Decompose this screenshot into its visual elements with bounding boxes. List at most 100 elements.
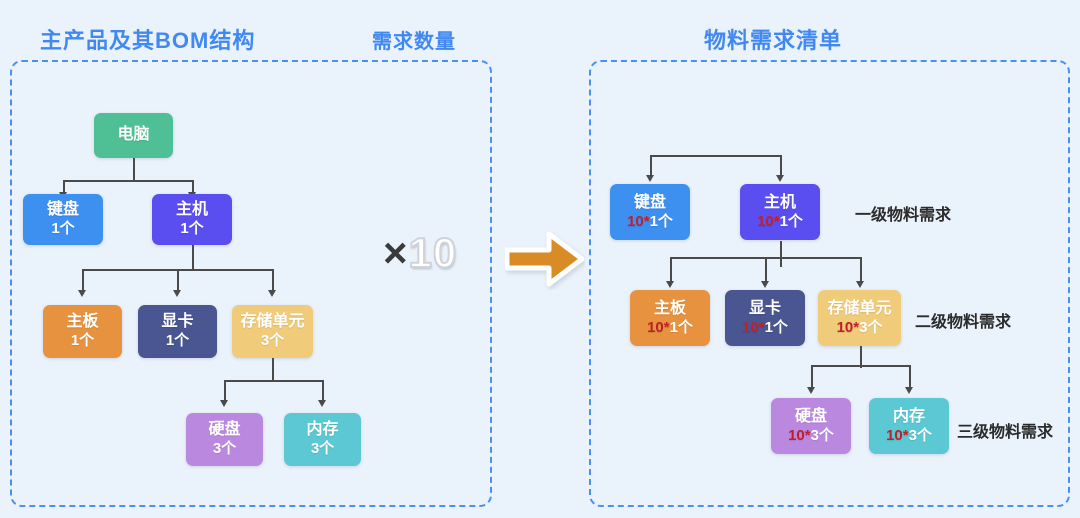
- node-memory-demand[interactable]: 内存 10*3个: [869, 398, 949, 454]
- node-computer[interactable]: 电脑: [94, 113, 173, 158]
- node-memory[interactable]: 内存 3个: [284, 413, 361, 466]
- connector: [192, 245, 194, 269]
- connector-arrowhead: [856, 281, 865, 288]
- level-label-1: 一级物料需求: [855, 207, 952, 224]
- node-gpu-demand[interactable]: 显卡 10*1个: [725, 290, 805, 346]
- connector-arrowhead: [666, 281, 675, 288]
- connector-arrowhead: [905, 387, 914, 394]
- connector: [272, 269, 274, 292]
- node-qty-base: 1个: [764, 318, 788, 336]
- node-qty-base: 1个: [649, 212, 673, 230]
- node-qty: 1个: [70, 332, 95, 350]
- connector: [650, 155, 780, 157]
- connector: [192, 180, 194, 194]
- connector-arrowhead: [318, 400, 327, 407]
- node-disk-demand[interactable]: 硬盘 10*3个: [771, 398, 851, 454]
- node-keyboard[interactable]: 键盘 1个: [23, 194, 103, 245]
- connector: [780, 155, 782, 177]
- connector: [322, 380, 324, 402]
- connector: [780, 241, 782, 267]
- connector: [765, 257, 767, 283]
- node-qty-base: 3个: [908, 426, 932, 444]
- left-panel-title: 主产品及其BOM结构: [40, 28, 256, 53]
- connector-arrowhead: [268, 290, 277, 297]
- connector: [63, 180, 193, 182]
- node-label: 存储单元: [827, 299, 892, 317]
- node-label: 显卡: [161, 313, 194, 331]
- connector: [909, 365, 911, 389]
- node-qty-multiplier: 10*: [757, 212, 780, 230]
- node-label: 键盘: [46, 201, 79, 219]
- middle-panel-title: 需求数量: [372, 31, 456, 53]
- node-label: 主板: [66, 313, 99, 331]
- node-qty: 10*1个: [647, 319, 693, 337]
- node-label: 硬盘: [794, 407, 827, 425]
- level-label-3: 三级物料需求: [957, 424, 1054, 441]
- connector: [224, 380, 323, 382]
- node-qty: 3个: [212, 440, 237, 458]
- node-qty: 3个: [260, 332, 285, 350]
- node-qty-multiplier: 10*: [836, 318, 860, 336]
- node-qty-multiplier: 10*: [627, 212, 650, 230]
- node-storage[interactable]: 存储单元 3个: [232, 305, 313, 358]
- node-qty: 1个: [165, 332, 190, 350]
- multiplier-badge: ×10: [383, 229, 458, 276]
- node-label: 主机: [763, 193, 796, 211]
- connector-arrowhead: [173, 290, 182, 297]
- right-arrow-icon: [504, 228, 585, 290]
- node-qty-base: 1个: [779, 212, 803, 230]
- connector: [670, 257, 672, 283]
- connector: [63, 180, 65, 194]
- connector: [811, 365, 910, 367]
- node-keyboard-demand[interactable]: 键盘 10*1个: [610, 184, 690, 240]
- connector: [177, 269, 179, 292]
- right-panel-title: 物料需求清单: [704, 28, 843, 53]
- node-disk[interactable]: 硬盘 3个: [186, 413, 263, 466]
- node-mainboard[interactable]: 主板 1个: [43, 305, 122, 358]
- multiply-symbol: ×: [383, 229, 409, 276]
- connector-arrowhead: [646, 175, 655, 182]
- connector-arrowhead: [78, 290, 87, 297]
- node-label: 主机: [175, 201, 208, 219]
- node-qty: 3个: [310, 440, 335, 458]
- node-qty: 10*3个: [837, 319, 883, 337]
- multiplier-value: 10: [408, 229, 458, 276]
- node-qty-multiplier: 10*: [886, 426, 909, 444]
- connector: [860, 257, 862, 283]
- node-qty-multiplier: 10*: [647, 318, 670, 336]
- connector: [133, 158, 135, 180]
- node-label: 内存: [306, 421, 339, 439]
- connector: [224, 380, 226, 402]
- connector-arrowhead: [761, 281, 770, 288]
- node-label: 键盘: [633, 193, 666, 211]
- connector: [860, 345, 862, 368]
- connector-arrowhead: [807, 387, 816, 394]
- node-host[interactable]: 主机 1个: [152, 194, 232, 245]
- node-mainboard-demand[interactable]: 主板 10*1个: [630, 290, 710, 346]
- node-storage-demand[interactable]: 存储单元 10*3个: [818, 290, 901, 346]
- node-label: 存储单元: [240, 313, 305, 331]
- connector: [650, 155, 652, 177]
- node-label: 硬盘: [208, 421, 241, 439]
- node-qty: 10*3个: [886, 427, 932, 445]
- node-label: 主板: [653, 299, 686, 317]
- node-qty: 1个: [51, 220, 75, 238]
- node-qty: 10*1个: [742, 319, 788, 337]
- node-qty-base: 3个: [810, 426, 834, 444]
- node-qty: 10*3个: [788, 427, 834, 445]
- connector: [272, 358, 274, 380]
- node-gpu[interactable]: 显卡 1个: [138, 305, 217, 358]
- node-label: 电脑: [117, 126, 150, 144]
- level-label-2: 二级物料需求: [915, 314, 1012, 331]
- node-qty: 10*1个: [757, 213, 803, 231]
- node-qty: 10*1个: [627, 213, 673, 231]
- node-qty-multiplier: 10*: [742, 318, 765, 336]
- connector: [82, 269, 84, 292]
- node-label: 内存: [892, 407, 925, 425]
- node-qty-multiplier: 10*: [788, 426, 811, 444]
- node-host-demand[interactable]: 主机 10*1个: [740, 184, 820, 240]
- node-qty-base: 3个: [859, 318, 883, 336]
- node-qty: 1个: [180, 220, 204, 238]
- connector-arrowhead: [776, 175, 785, 182]
